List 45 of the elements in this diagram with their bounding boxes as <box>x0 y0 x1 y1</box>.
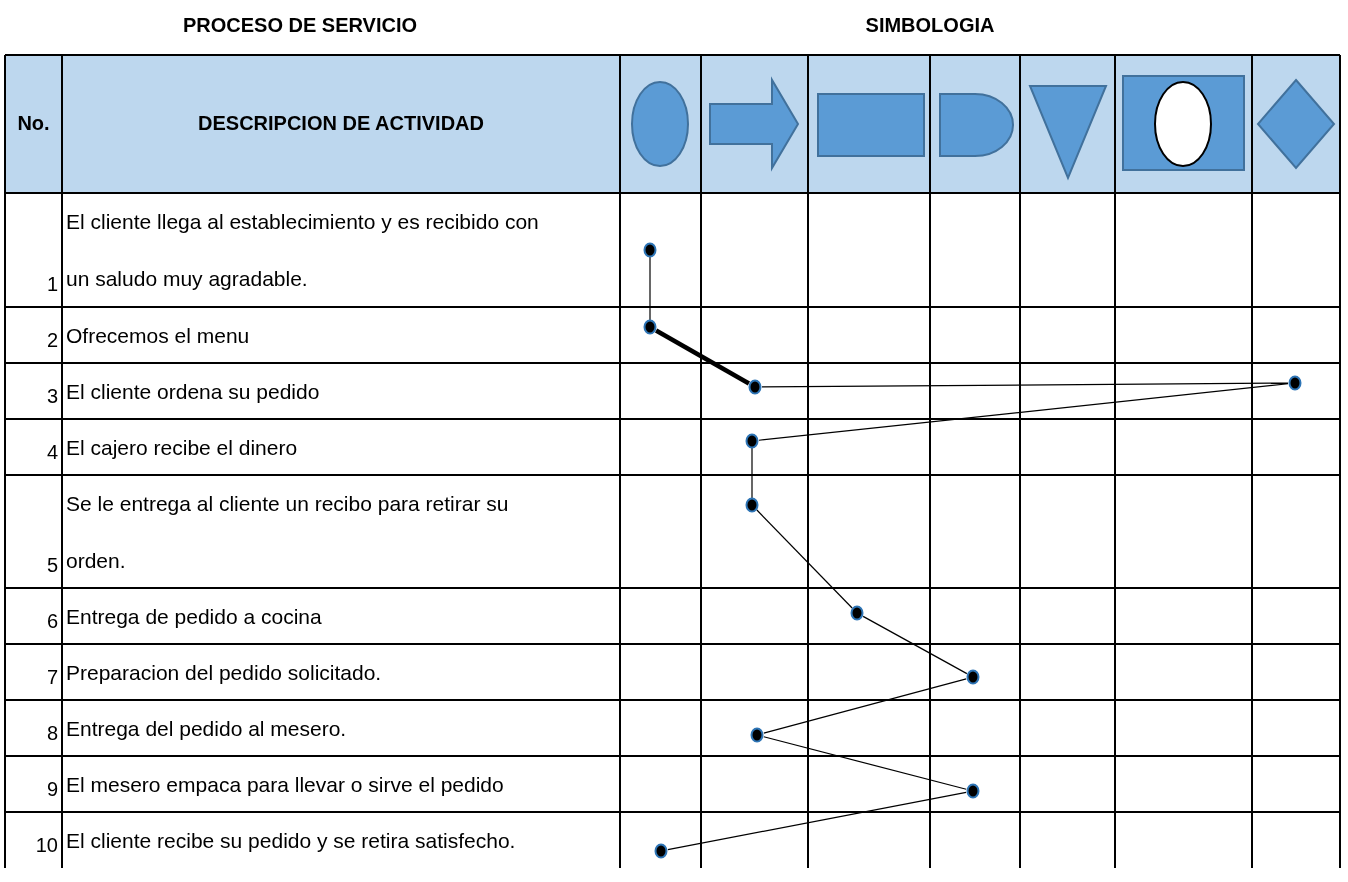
activity-description: El cajero recibe el dinero <box>66 434 299 461</box>
connector-line <box>761 382 1289 388</box>
row-number: 4 <box>45 441 58 464</box>
dot-marker <box>850 605 864 621</box>
dot-marker <box>966 669 980 685</box>
connector-line <box>758 383 1289 441</box>
dot-marker <box>643 242 657 258</box>
column-header: No. <box>16 112 51 135</box>
activity-description: Preparacion del pedido solicitado. <box>66 659 383 686</box>
activity-description: Se le entrega al cliente un recibo para retirar su orden. <box>66 491 510 574</box>
row-number: 5 <box>45 554 58 577</box>
activity-description: Entrega de pedido a cocina <box>66 603 323 630</box>
row-number: 3 <box>45 385 58 408</box>
activity-description: El cliente recibe su pedido y se retira satisfecho. <box>66 827 517 854</box>
activity-description: El cliente llega al establecimiento y es recibido con un saludo muy agradable. <box>66 209 540 292</box>
connector-line <box>763 736 967 790</box>
dot-marker <box>748 379 762 395</box>
chart-title: PROCESO DE SERVICIO <box>181 14 419 37</box>
dot-marker <box>643 319 657 335</box>
connector-line <box>756 509 853 609</box>
connector-line <box>763 678 967 734</box>
row-number: 8 <box>45 722 58 745</box>
dot-marker <box>745 433 759 449</box>
connector-line <box>667 791 967 851</box>
connector-line <box>649 256 651 321</box>
row-number: 1 <box>45 273 58 296</box>
activity-description: El mesero empaca para llevar o sirve el pedido <box>66 771 505 798</box>
row-number: 7 <box>45 666 58 689</box>
dot-marker <box>750 727 764 743</box>
dot-marker <box>966 783 980 799</box>
connector-line <box>751 447 753 499</box>
symbols-heading: SIMBOLOGIA <box>864 14 996 37</box>
dot-marker <box>1288 375 1302 391</box>
activity-description: Ofrecemos el menu <box>66 322 251 349</box>
row-number: 6 <box>45 610 58 633</box>
row-number: 10 <box>34 834 58 857</box>
activity-description: El cliente ordena su pedido <box>66 378 321 405</box>
connector-line <box>862 615 968 675</box>
dot-marker <box>654 843 668 859</box>
connector-line <box>654 328 751 386</box>
row-number: 2 <box>45 329 58 352</box>
activity-description: Entrega del pedido al mesero. <box>66 715 348 742</box>
dot-marker <box>745 497 759 513</box>
row-number: 9 <box>45 778 58 801</box>
column-header: DESCRIPCION DE ACTIVIDAD <box>197 112 485 135</box>
